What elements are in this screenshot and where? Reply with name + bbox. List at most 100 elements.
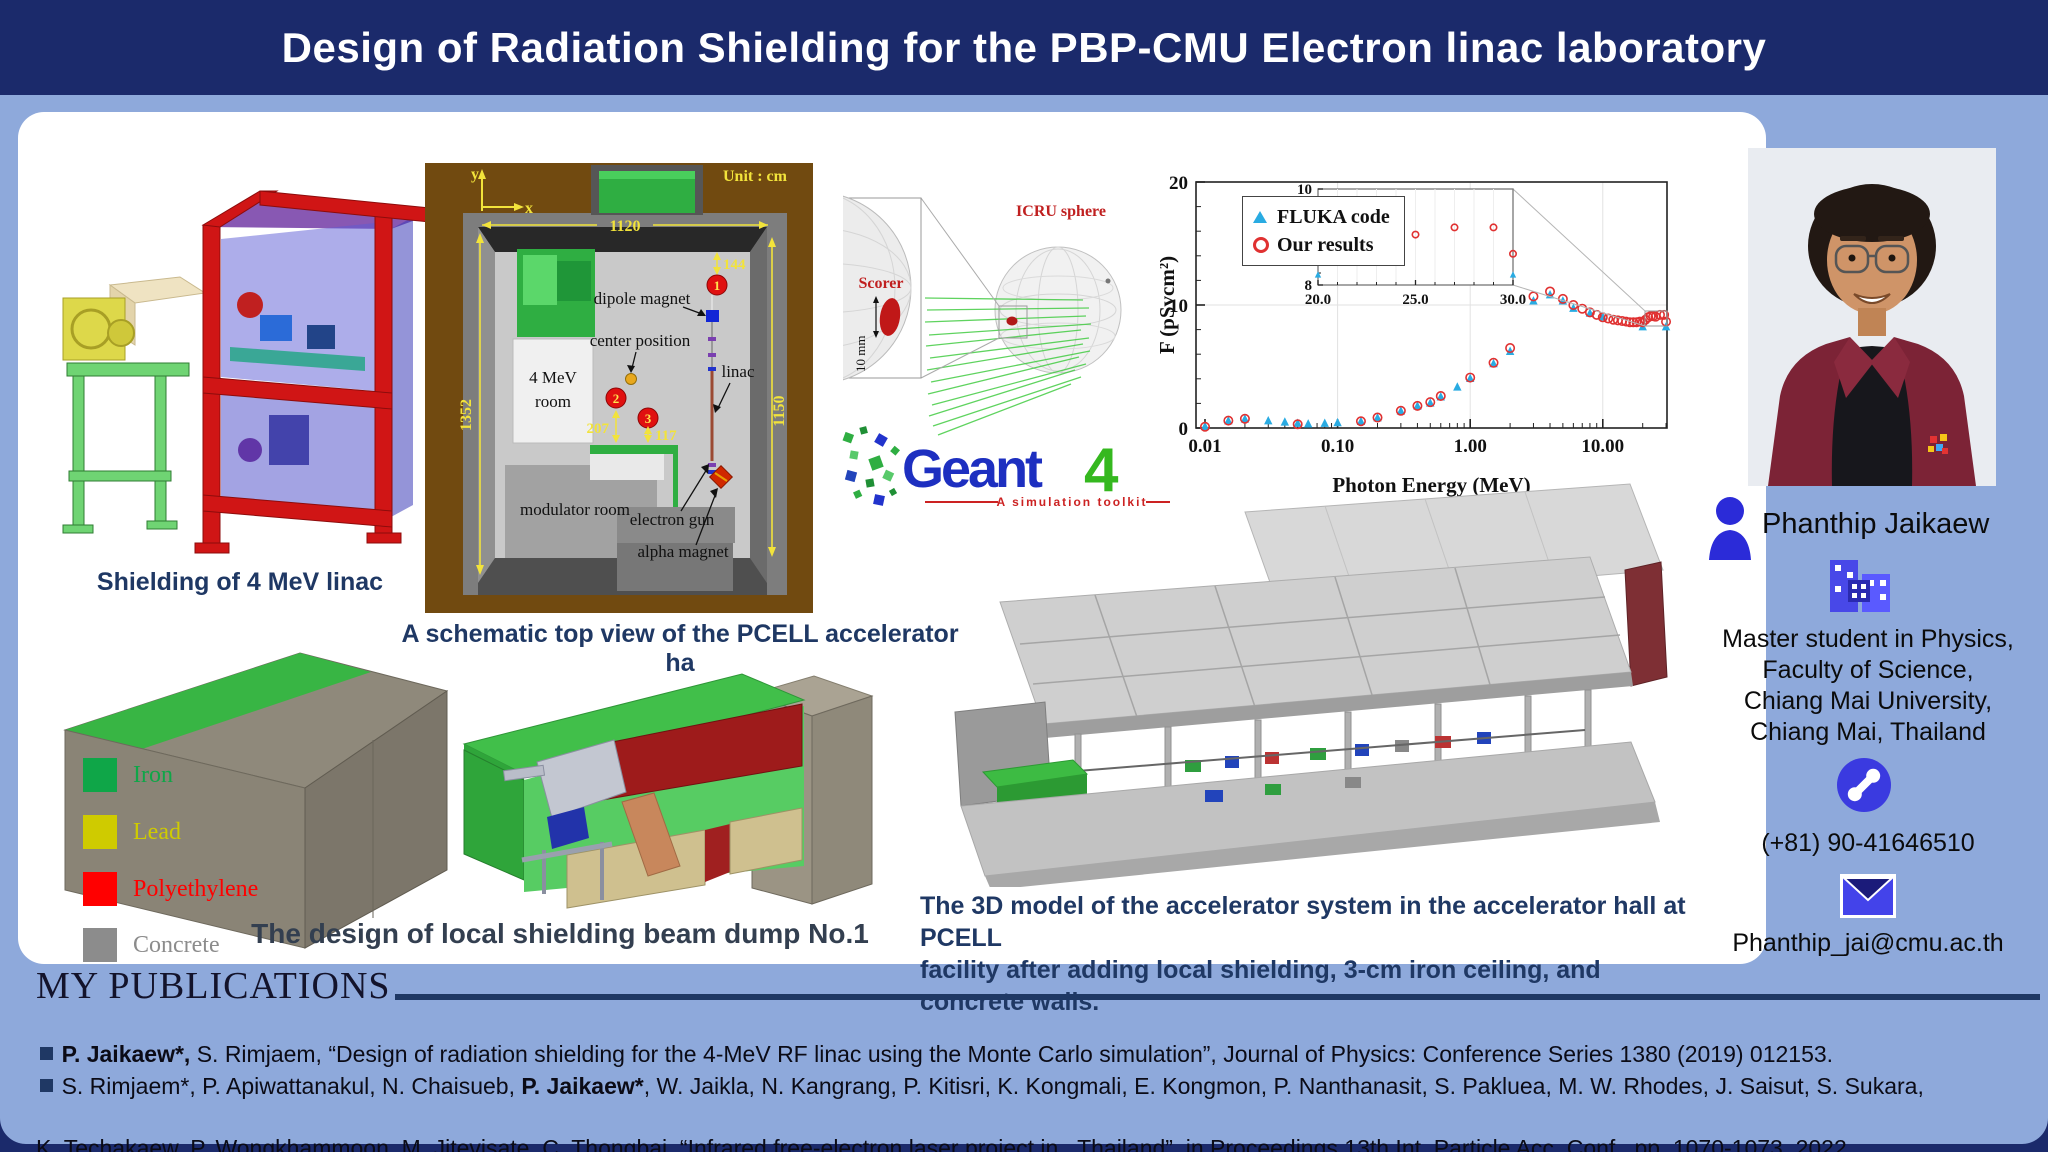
electron-gun-label: electron gun [630,510,715,529]
publications-heading: MY PUBLICATIONS [36,965,391,1007]
dipole-magnet-label: dipole magnet [594,289,691,308]
beam-tracks [924,297,1092,436]
affiliation-line4: Chiang Mai, Thailand [1750,718,1986,746]
unit-label: Unit : cm [723,168,788,185]
geant4-number: 4 [1084,436,1119,505]
legend-label: Our results [1277,233,1374,256]
geant4-splatter [842,426,900,506]
dim-207: 207 [587,421,610,437]
publication-1-text: S. Rimjaem, “Design of radiation shieldi… [190,1041,1834,1067]
alpha-magnet-label: alpha magnet [637,542,728,561]
lead-swatch [83,815,117,849]
lead-label: Lead [133,818,181,845]
svg-text:0.01: 0.01 [1188,436,1221,457]
person-icon [1709,497,1751,560]
icru-sphere-figure: Scorer 10 mm ICRU sphere [843,195,1122,436]
concrete-label: Concrete [133,931,220,958]
publication-2-text: , W. Jaikla, N. Kangrang, P. Kitisri, K.… [643,1073,1924,1099]
affiliation-line2: Faculty of Science, [1762,656,1974,684]
svg-text:0: 0 [1179,419,1189,440]
marker-2: 2 [613,391,620,406]
affiliation-line1: Master student in Physics, [1722,625,2014,653]
dim-117: 117 [655,428,677,444]
portrait-photo [1748,148,1996,486]
affiliation-line3: Chiang Mai University, [1743,687,1993,715]
publication-2-author-bold: P. Jaikaew* [521,1073,644,1099]
publication-item-2: S. Rimjaem*, P. Apiwattanakul, N. Chaisu… [14,1040,2038,1152]
marker-1: 1 [714,278,721,293]
publication-1-author-bold: P. Jaikaew*, [61,1041,191,1067]
svg-text:10: 10 [1297,182,1312,198]
poster-title: Design of Radiation Shielding for the PB… [281,24,1767,71]
legend-item-lead: Lead [83,815,181,849]
beam-dump-figure-1: Iron Lead Polyethylene Concrete [55,628,450,963]
dim-1120: 1120 [609,218,640,235]
jacket-emblem [1928,434,1948,454]
legend-label: FLUKA code [1277,205,1390,228]
room-label-line1: 4 MeV [529,368,577,387]
svg-text:Photon Energy (MeV): Photon Energy (MeV) [1332,473,1530,497]
iron-label: Iron [133,761,173,788]
hall-caption-line2: facility after adding local shielding, 3… [920,956,1601,1016]
svg-text:30.0: 30.0 [1500,292,1526,308]
phone-icon [1837,758,1891,812]
svg-text:20.0: 20.0 [1305,292,1331,308]
beam-dump-block [63,652,449,949]
modulator-room-label: modulator room [520,500,630,519]
publication-2-line2: K. Techakaew, P. Wongkhammoon, M. Jitevi… [36,1135,1854,1152]
schematic-top-view-figure: 4 MeV room modulator room y x Unit : cm … [425,163,813,613]
bullet-icon [39,1079,53,1092]
email-icon [1840,874,1896,918]
hall-caption-line1: The 3D model of the accelerator system i… [920,892,1686,952]
legend-item-concrete: Concrete [83,928,220,962]
affiliation-text: Master student in Physics, Faculty of Sc… [1718,624,2018,748]
dim-1352: 1352 [458,399,475,431]
chart-legend: FLUKA code Our results [1242,196,1405,266]
beam-dump-figure-2 [462,673,874,909]
beam-dump-caption: The design of local shielding beam dump … [251,918,869,949]
svg-text:10.00: 10.00 [1581,436,1624,457]
hall-caption: The 3D model of the accelerator system i… [920,890,1690,1018]
marker-3: 3 [645,411,652,426]
polyethylene-swatch [83,872,117,906]
geant4-tagline: A simulation toolkit [997,495,1148,509]
shielding-caption: Shielding of 4 MeV linac [96,568,384,596]
dim-144: 144 [723,257,746,273]
shielding-3d-figure [62,190,425,554]
axis-y-label: y [471,166,479,183]
svg-text:F (pSvcm²): F (pSvcm²) [1160,256,1179,354]
phone-number: (+81) 90-41646510 [1761,829,1975,857]
svg-text:10: 10 [1169,296,1188,317]
our-results-circle-marker [1253,237,1269,253]
svg-text:8: 8 [1305,278,1313,294]
svg-text:1.00: 1.00 [1454,436,1487,457]
svg-text:25.0: 25.0 [1402,292,1428,308]
publication-2-text-pre: S. Rimjaem*, P. Apiwattanakul, N. Chaisu… [61,1073,522,1099]
university-buildings-icon [1830,560,1890,612]
accelerator-hall-figure [954,483,1668,887]
linac-label: linac [721,362,754,381]
email-address: Phanthip_jai@cmu.ac.th [1732,929,2004,957]
schematic-caption: A schematic top view of the PCELL accele… [401,620,959,677]
room-label-line2: room [535,392,571,411]
bullet-icon [39,1047,53,1060]
iron-swatch [83,758,117,792]
icru-sphere-label: ICRU sphere [1016,203,1106,220]
svg-text:20: 20 [1169,173,1188,194]
legend-item-polyethylene: Polyethylene [83,872,258,906]
poster-header: Design of Radiation Shielding for the PB… [0,0,2048,95]
publication-item-1: P. Jaikaew*, S. Rimjaem, “Design of radi… [14,1008,2038,1101]
polyethylene-label: Polyethylene [133,875,259,902]
legend-item-iron: Iron [83,758,173,792]
fluka-triangle-marker [1253,211,1267,223]
geant4-wordmark: Geant [902,439,1043,499]
dim-1150: 1150 [771,395,788,426]
center-position-label: center position [590,331,691,350]
geant4-logo: Geant 4 A simulation toolkit [842,426,1170,509]
svg-text:0.10: 0.10 [1321,436,1354,457]
publications-rule [395,994,2040,1000]
scorer-label: Scorer [858,275,903,292]
concrete-swatch [83,928,117,962]
